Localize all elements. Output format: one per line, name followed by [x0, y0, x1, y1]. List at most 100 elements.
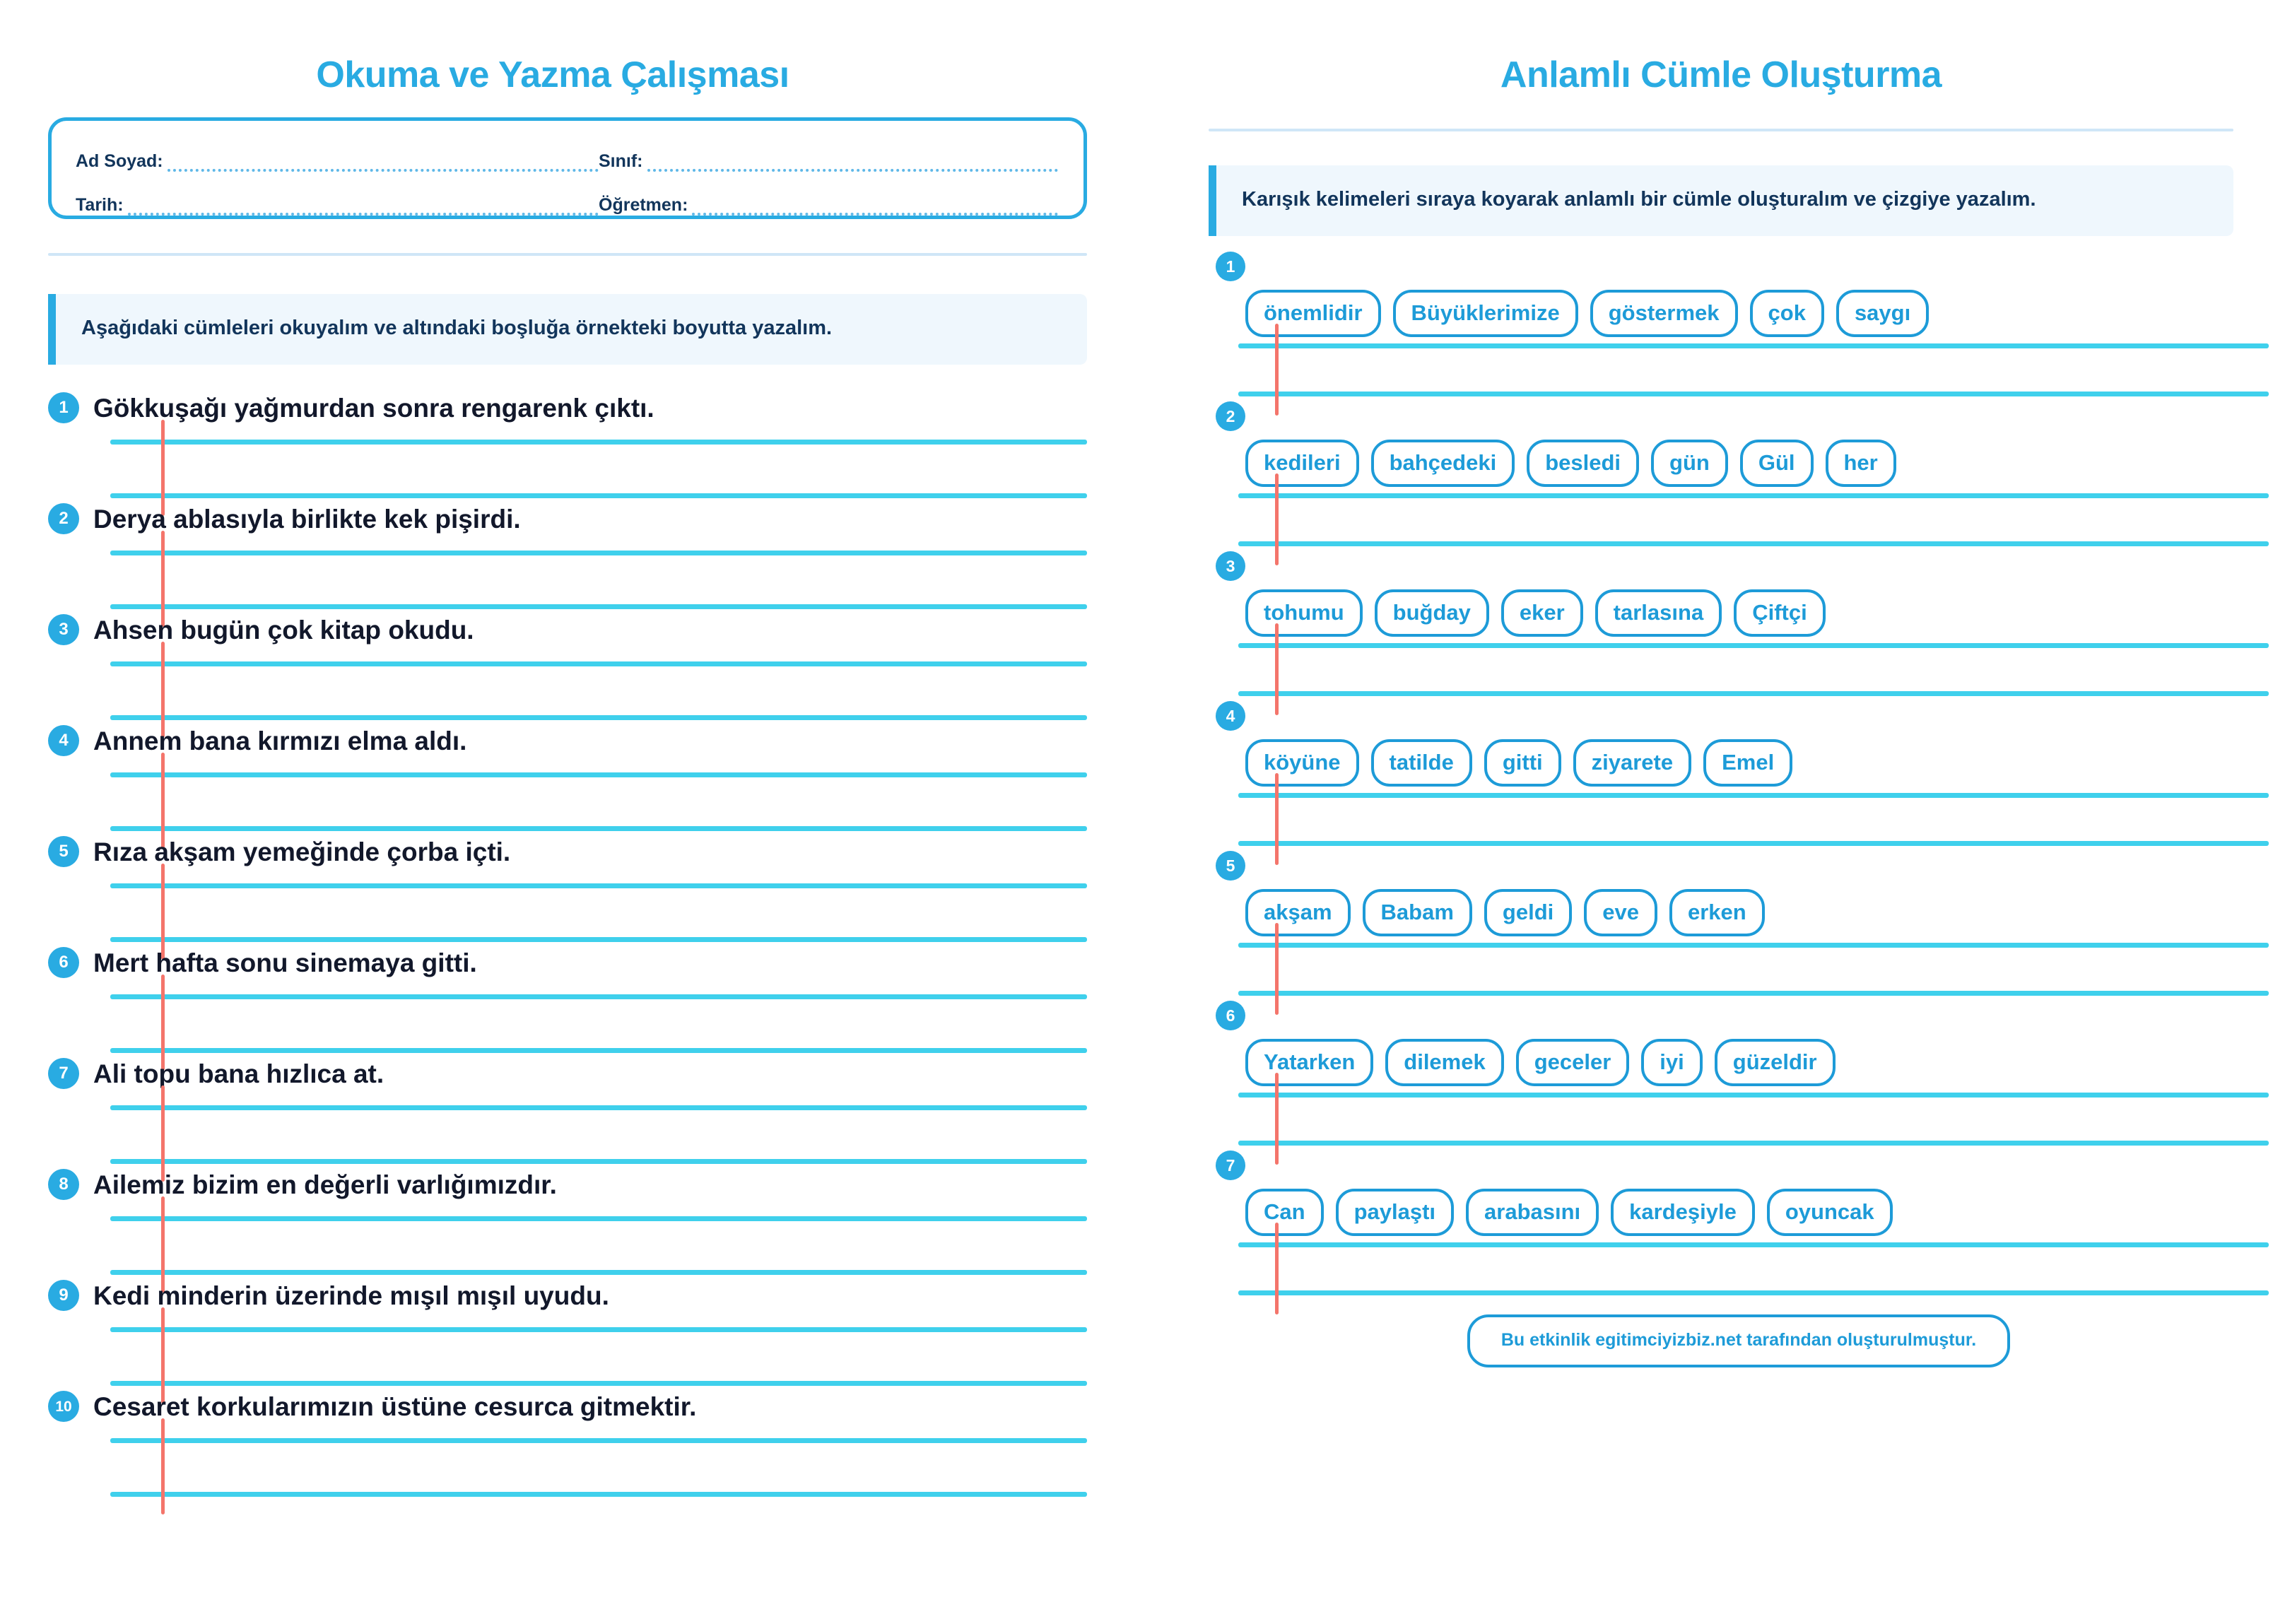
writing-lines[interactable]	[48, 420, 1087, 517]
word-pill[interactable]: arabasını	[1466, 1188, 1599, 1236]
sentence-text: Ahsen bugün çok kitap okudu.	[93, 615, 474, 645]
writing-lines[interactable]	[48, 642, 1087, 739]
answer-writing-lines[interactable]	[1209, 623, 2269, 716]
word-pill[interactable]: oyuncak	[1766, 1188, 1893, 1236]
word-pill[interactable]: dilemek	[1385, 1038, 1504, 1086]
writing-lines[interactable]	[48, 531, 1087, 628]
word-pill[interactable]: tatilde	[1370, 739, 1472, 787]
writing-line-top	[110, 440, 1087, 445]
word-pill[interactable]: eve	[1584, 888, 1657, 936]
word-pill[interactable]: gitti	[1484, 739, 1561, 787]
field-sinif[interactable]: Sınıf:	[599, 153, 1058, 172]
word-pill[interactable]: tarlasına	[1594, 589, 1722, 637]
writing-lines[interactable]	[48, 975, 1087, 1071]
word-pill[interactable]: önemlidir	[1245, 289, 1381, 337]
writing-line-top	[110, 661, 1087, 667]
writing-line-bottom	[110, 826, 1087, 832]
word-pill[interactable]: besledi	[1527, 439, 1640, 487]
scramble-number-badge: 1	[1216, 252, 1245, 282]
word-pill[interactable]: göstermek	[1590, 289, 1738, 337]
answer-writing-lines[interactable]	[1209, 923, 2269, 1016]
word-pill[interactable]: akşam	[1245, 888, 1351, 936]
writing-lines[interactable]	[48, 1307, 1087, 1404]
sentence-number-badge: 5	[48, 836, 79, 868]
writing-lines[interactable]	[48, 1418, 1087, 1515]
word-pill[interactable]: tohumu	[1245, 589, 1363, 637]
word-pill[interactable]: paylaştı	[1335, 1188, 1455, 1236]
word-pill[interactable]: köyüne	[1245, 739, 1359, 787]
writing-line-bottom	[1238, 841, 2269, 847]
writing-lines[interactable]	[48, 1085, 1087, 1182]
word-pill[interactable]: Babam	[1362, 888, 1472, 936]
margin-line	[161, 420, 165, 517]
word-pill[interactable]: bahçedeki	[1370, 439, 1515, 487]
field-tarih[interactable]: Tarih:	[76, 196, 599, 216]
writing-line-bottom	[110, 1492, 1087, 1498]
margin-line	[161, 1085, 165, 1182]
answer-writing-lines[interactable]	[1209, 773, 2269, 866]
answer-writing-lines[interactable]	[1209, 473, 2269, 566]
word-pill[interactable]: her	[1825, 439, 1896, 487]
input-ogretmen[interactable]	[692, 201, 1058, 216]
writing-line-bottom	[110, 937, 1087, 943]
student-info-box: Ad Soyad: Sınıf: Tarih: Öğretmen:	[48, 117, 1087, 219]
word-pill[interactable]: Büyüklerimize	[1392, 289, 1578, 337]
word-pill[interactable]: kedileri	[1245, 439, 1359, 487]
input-ad-soyad[interactable]	[167, 158, 599, 172]
word-pill[interactable]: erken	[1669, 888, 1765, 936]
word-pill[interactable]: Emel	[1703, 739, 1793, 787]
sentence-number-badge: 4	[48, 725, 79, 757]
word-pill[interactable]: eker	[1500, 589, 1583, 637]
field-ad-soyad[interactable]: Ad Soyad:	[76, 153, 599, 172]
writing-line-bottom	[110, 715, 1087, 721]
input-tarih[interactable]	[127, 201, 599, 216]
sentence-number-badge: 9	[48, 1280, 79, 1312]
word-pill[interactable]: buğday	[1374, 589, 1489, 637]
sentence-text: Cesaret korkularımızın üstüne cesurca gi…	[93, 1391, 697, 1421]
word-pill[interactable]: gün	[1651, 439, 1728, 487]
writing-line-top	[110, 551, 1087, 556]
word-pill[interactable]: kardeşiyle	[1611, 1188, 1755, 1236]
word-pill[interactable]: Can	[1245, 1188, 1324, 1236]
sentence-text: Annem bana kırmızı elma aldı.	[93, 726, 467, 755]
word-pill[interactable]: Gül	[1739, 439, 1814, 487]
margin-line	[1275, 473, 1279, 566]
writing-lines[interactable]	[48, 753, 1087, 849]
writing-line-top	[110, 994, 1087, 1000]
word-pill[interactable]: çok	[1749, 289, 1824, 337]
word-pill[interactable]: geceler	[1515, 1038, 1630, 1086]
writing-lines[interactable]	[48, 864, 1087, 960]
writing-line-bottom	[110, 493, 1087, 499]
field-ogretmen[interactable]: Öğretmen:	[599, 196, 1058, 216]
writing-line-top	[110, 1216, 1087, 1222]
input-sinif[interactable]	[647, 158, 1058, 172]
label-sinif: Sınıf:	[599, 151, 643, 171]
word-pill[interactable]: güzeldir	[1714, 1038, 1836, 1086]
answer-writing-lines[interactable]	[1209, 324, 2269, 416]
sentence-number-badge: 1	[48, 392, 79, 424]
scramble-number-badge: 2	[1216, 401, 1245, 432]
writing-line-bottom	[1238, 541, 2269, 547]
word-pill[interactable]: ziyarete	[1573, 739, 1692, 787]
word-pill[interactable]: Çiftçi	[1734, 589, 1826, 637]
writing-lines[interactable]	[48, 1196, 1087, 1293]
word-pill[interactable]: iyi	[1641, 1038, 1703, 1086]
answer-writing-lines[interactable]	[1209, 1073, 2269, 1165]
writing-line-top	[1238, 343, 2269, 349]
sentence-text: Ali topu bana hızlıca at.	[93, 1059, 384, 1088]
writing-line-bottom	[110, 1048, 1087, 1054]
word-pill[interactable]: saygı	[1836, 289, 1930, 337]
label-ad-soyad: Ad Soyad:	[76, 151, 163, 171]
right-column: Anlamlı Cümle Oluşturma Karışık kelimele…	[1202, 0, 2273, 1624]
word-pill[interactable]: geldi	[1484, 888, 1573, 936]
answer-writing-lines[interactable]	[1209, 1223, 2269, 1315]
writing-line-top	[110, 883, 1087, 889]
word-pill[interactable]: Yatarken	[1245, 1038, 1374, 1086]
